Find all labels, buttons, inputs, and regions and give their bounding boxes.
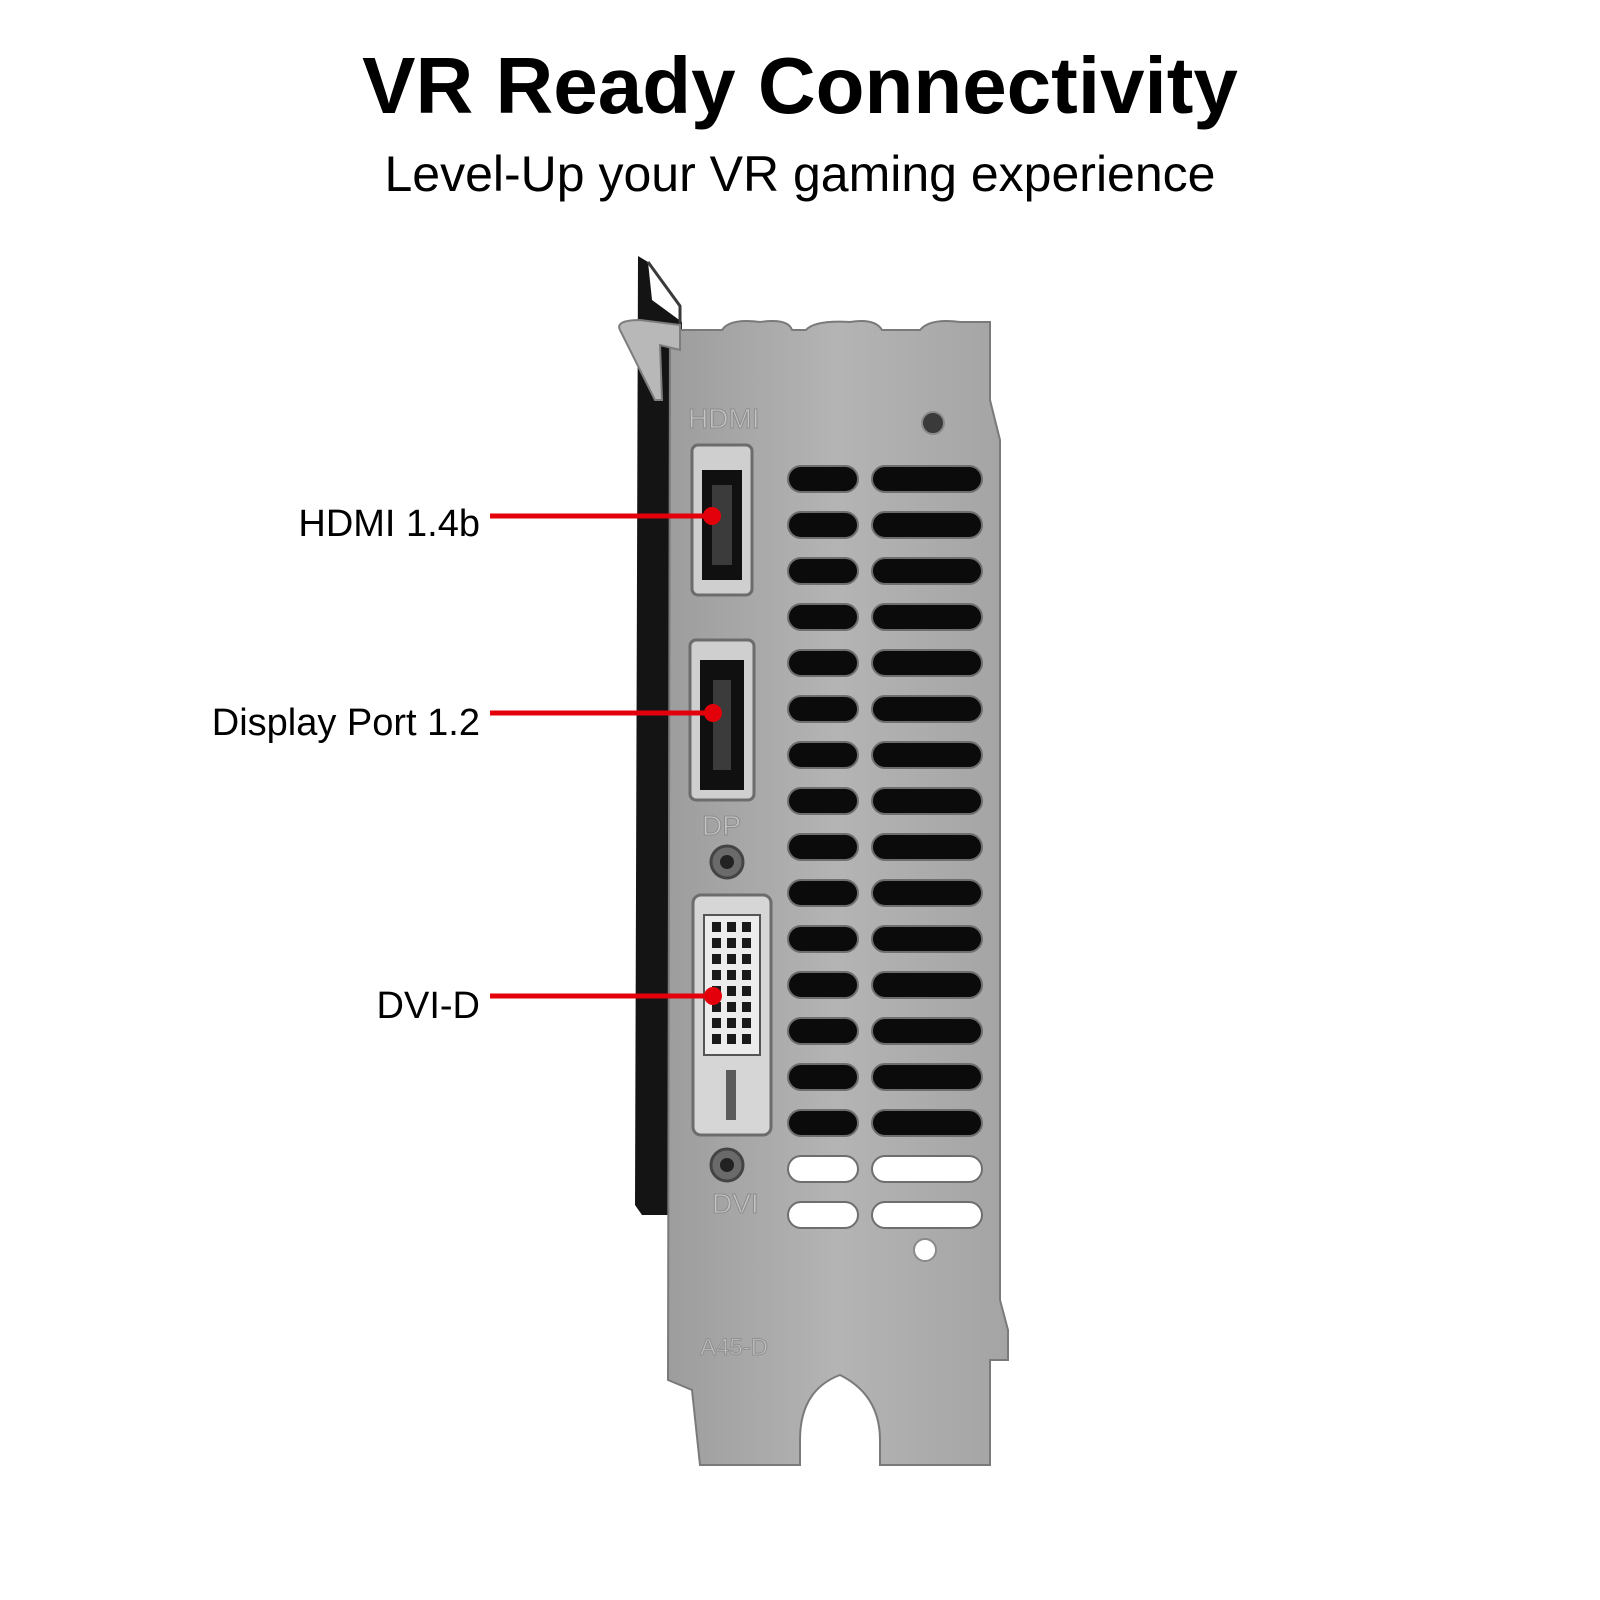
- silk-hdmi: HDMI: [688, 403, 760, 434]
- vent-slot-right: [871, 1201, 983, 1229]
- hdmi-port: [690, 443, 754, 597]
- vent-slot-left: [787, 925, 859, 953]
- hdmi-label: HDMI 1.4b: [298, 503, 480, 545]
- vent-slot-left: [787, 557, 859, 585]
- vent-slot-right: [871, 925, 983, 953]
- vent-slot-left: [787, 741, 859, 769]
- vent-slot-right: [871, 649, 983, 677]
- vent-slot-right: [871, 557, 983, 585]
- vent-slots: [787, 465, 983, 1229]
- dvi-pin: [742, 954, 751, 964]
- screw-hole-top: [921, 411, 945, 435]
- vent-slot-right: [871, 971, 983, 999]
- vent-slot-left: [787, 1155, 859, 1183]
- vent-slot-right: [871, 833, 983, 861]
- dvi-pin: [712, 922, 721, 932]
- dvi-pin: [727, 922, 736, 932]
- vent-slot-right: [871, 1109, 983, 1137]
- vent-slot-left: [787, 1109, 859, 1137]
- vent-slot-right: [871, 1155, 983, 1183]
- callout-dot: [704, 704, 722, 722]
- dvi-pin: [727, 954, 736, 964]
- vent-slot-left: [787, 1201, 859, 1229]
- page-subtitle: Level-Up your VR gaming experience: [384, 146, 1216, 202]
- dvi-pin: [727, 1002, 736, 1012]
- vent-slot-left: [787, 603, 859, 631]
- bracket-top-tab: [618, 318, 681, 401]
- dvi-pin: [742, 938, 751, 948]
- dvi-pin: [742, 1018, 751, 1028]
- vent-slot-left: [787, 649, 859, 677]
- dvi-pin: [712, 938, 721, 948]
- vent-slot-left: [787, 787, 859, 815]
- dvi-pin: [727, 1034, 736, 1044]
- dvi-pin: [712, 1034, 721, 1044]
- vent-slot-left: [787, 1017, 859, 1045]
- dvi-pin: [727, 938, 736, 948]
- displayport-port: [688, 638, 756, 802]
- vent-slot-left: [787, 833, 859, 861]
- dvi-pin: [727, 986, 736, 996]
- dvi-pin: [727, 970, 736, 980]
- vent-slot-right: [871, 603, 983, 631]
- page-title: VR Ready Connectivity: [362, 41, 1238, 130]
- vent-slot-left: [787, 511, 859, 539]
- vent-slot-right: [871, 879, 983, 907]
- vent-slot-left: [787, 879, 859, 907]
- dvi-pin: [712, 1002, 721, 1012]
- dvi-pin: [742, 986, 751, 996]
- vent-slot-right: [871, 1017, 983, 1045]
- vent-slot-right: [871, 465, 983, 493]
- vent-slot-right: [871, 695, 983, 723]
- vent-slot-right: [871, 787, 983, 815]
- silk-dp: DP: [702, 810, 741, 841]
- vent-slot-right: [871, 511, 983, 539]
- dvi-pin-grid: [712, 922, 751, 1044]
- silk-model: A45-D: [700, 1334, 768, 1361]
- dvi-pin: [742, 970, 751, 980]
- displayport-label: Display Port 1.2: [211, 702, 480, 744]
- dvi-label: DVI-D: [376, 985, 480, 1027]
- vent-slot-left: [787, 971, 859, 999]
- vent-slot-right: [871, 741, 983, 769]
- dvi-pin: [742, 1002, 751, 1012]
- silk-dvi: DVI: [712, 1188, 759, 1219]
- vent-slot-right: [871, 1063, 983, 1091]
- callout-dot: [704, 987, 722, 1005]
- dvi-pin: [712, 970, 721, 980]
- dvi-pin: [742, 1034, 751, 1044]
- dvi-pin: [712, 1018, 721, 1028]
- vent-slot-left: [787, 1063, 859, 1091]
- screw-hole-bottom: [913, 1238, 937, 1262]
- vent-slot-left: [787, 465, 859, 493]
- vent-slot-left: [787, 695, 859, 723]
- dvi-pin: [727, 1018, 736, 1028]
- dvi-pin: [712, 954, 721, 964]
- callout-lines: [490, 507, 722, 1005]
- dvi-pin: [742, 922, 751, 932]
- callout-dot: [703, 507, 721, 525]
